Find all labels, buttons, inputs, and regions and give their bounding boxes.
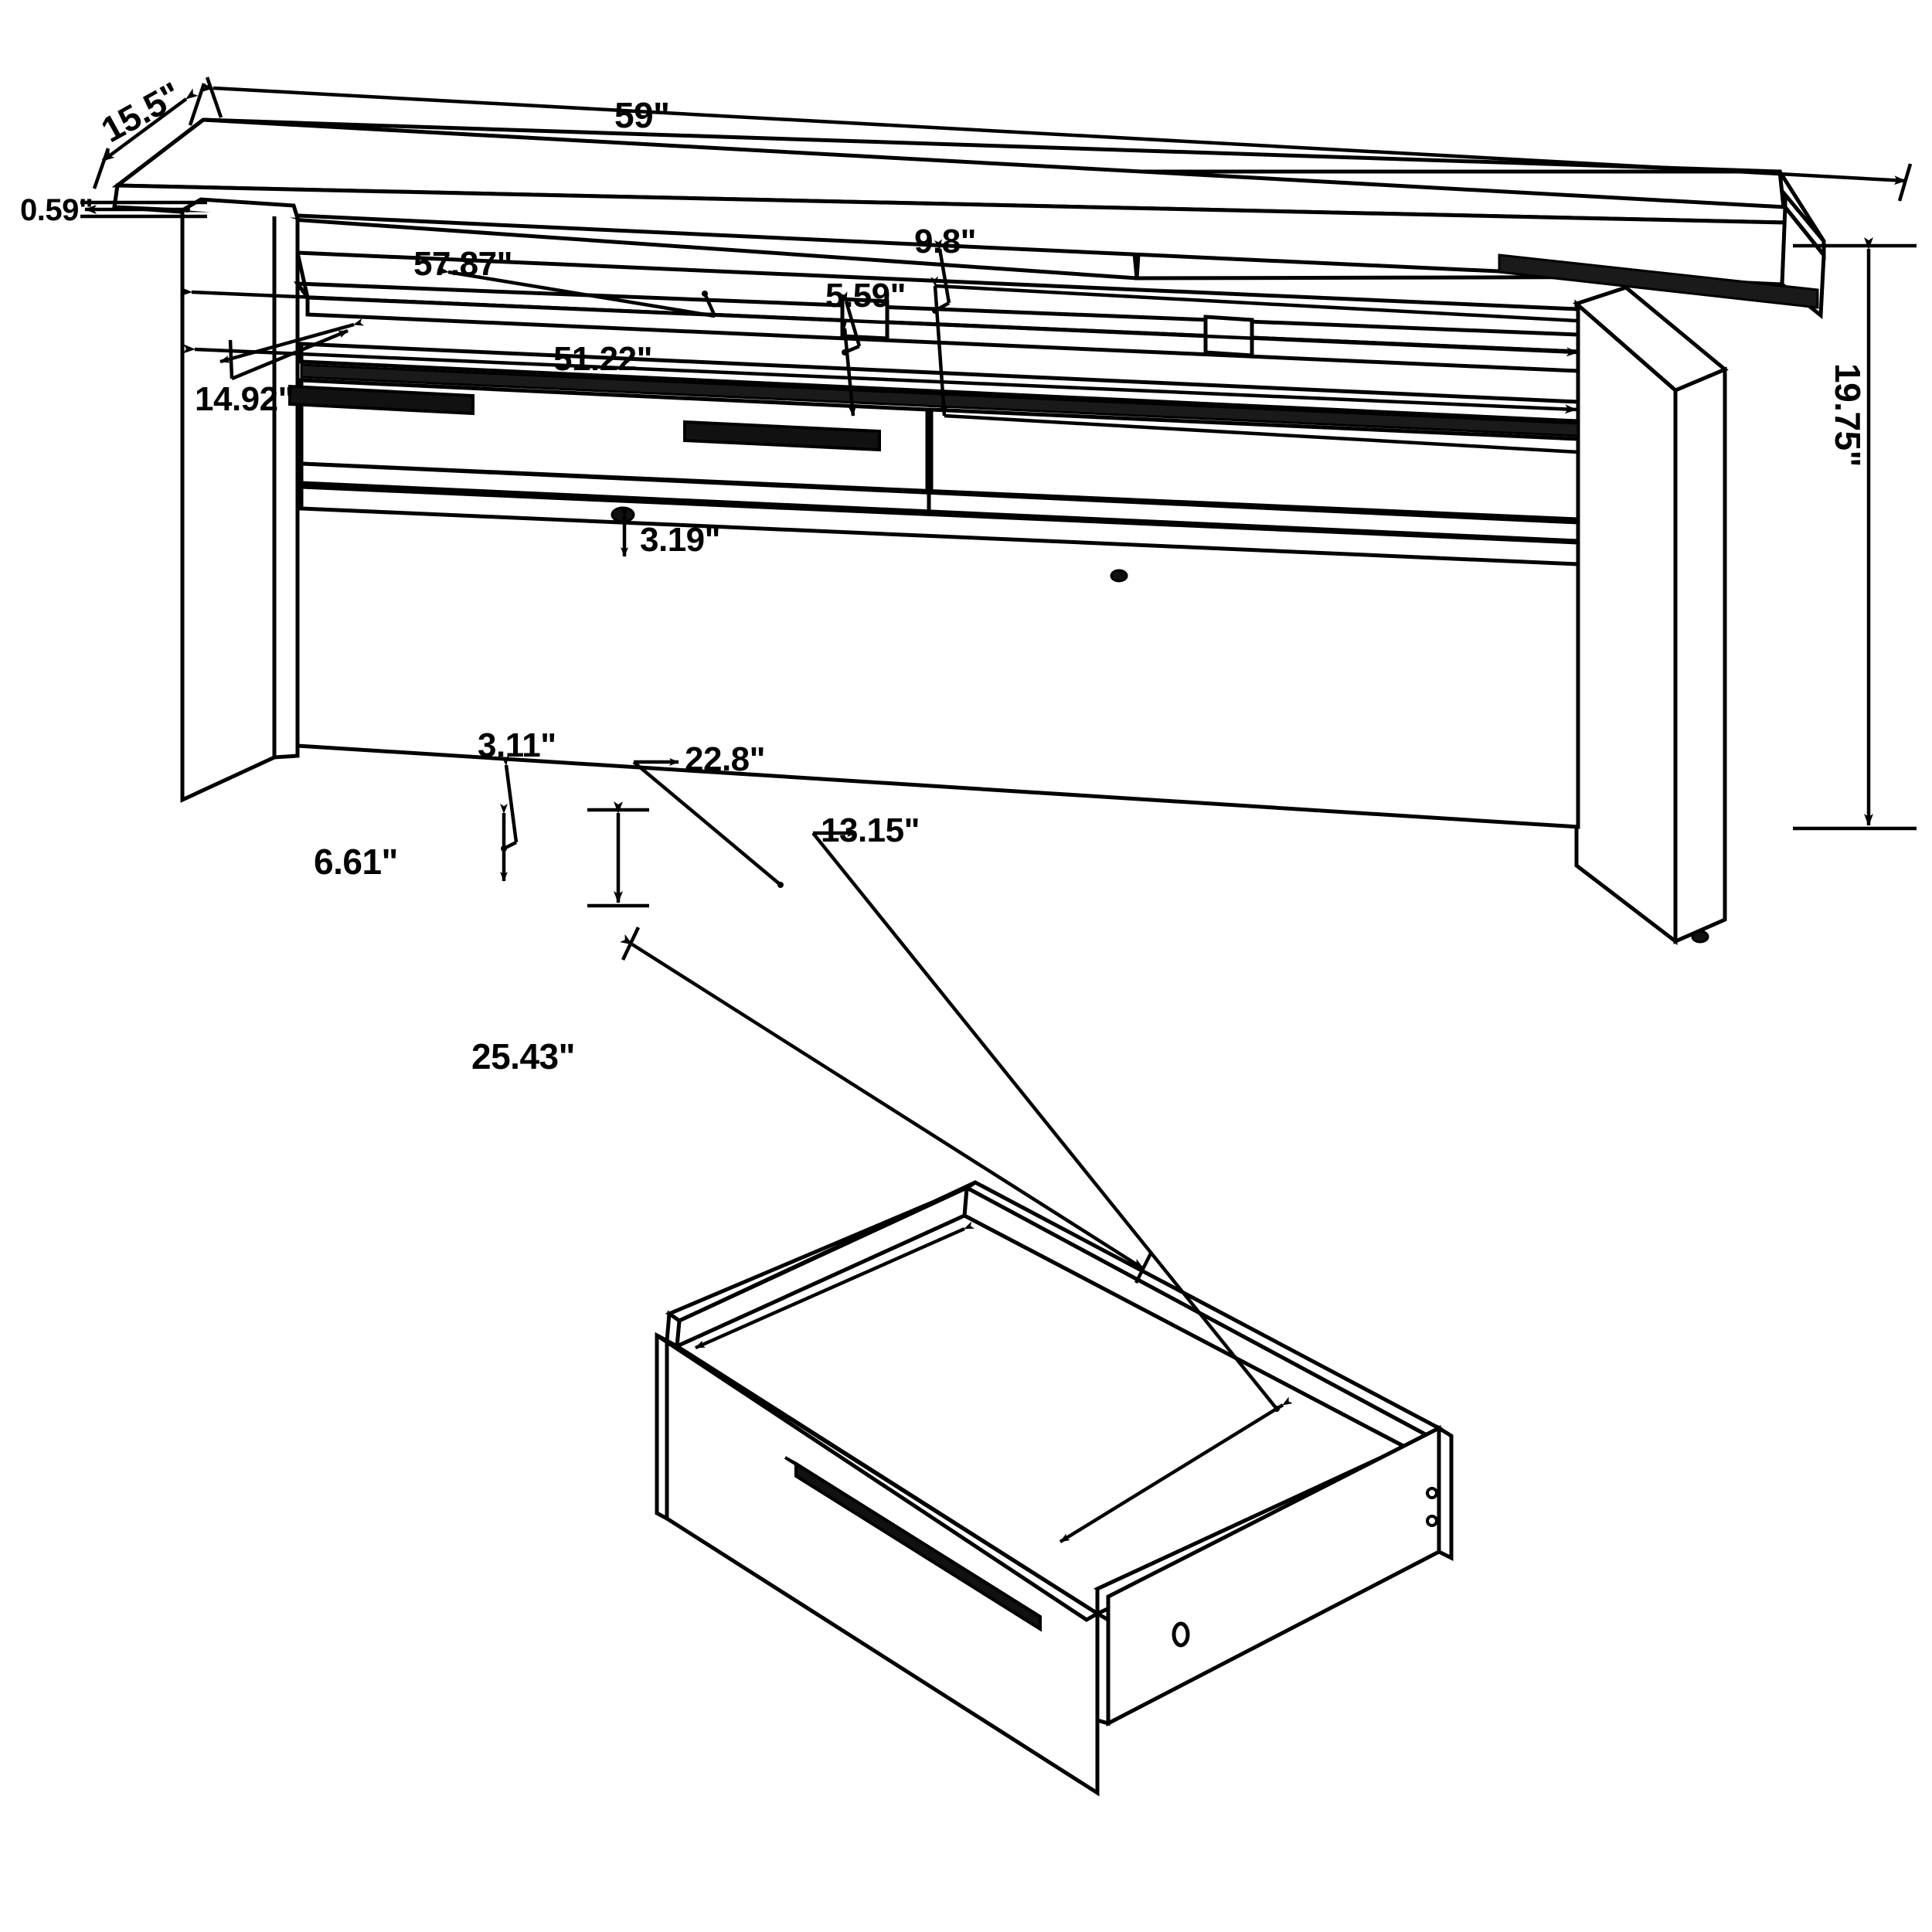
depth-extension-b (92, 148, 111, 189)
console-dimension-lines (80, 77, 1917, 831)
drawer-handle (784, 1456, 1042, 1632)
drawer-right-side-end (1437, 1424, 1454, 1562)
top-panel-accent-stripe (1498, 253, 1819, 309)
shelf-width-dim-line (179, 287, 1579, 357)
dim-label-shelf-depth: 14.92" (195, 380, 294, 418)
drawer-screw-hole-upper (1426, 1487, 1438, 1499)
dim-label-drawer-span: 51.22" (553, 340, 652, 378)
left-side-panel-front-edge (272, 207, 300, 760)
width-extension-left (205, 77, 223, 118)
dim-label-lower-cavity: 5.59" (825, 277, 906, 315)
drawer-front-left-edge (655, 1332, 669, 1522)
dim-label-foot-clearance: 3.19" (640, 521, 721, 559)
dim-label-drawer-front-height: 6.61" (314, 842, 398, 882)
right-side-panel-side-face (1673, 366, 1727, 944)
dim-label-upper-cavity: 9.8" (914, 223, 977, 260)
drawer-inner-depth-measure (1059, 1396, 1293, 1543)
dim-label-shelf-width: 57.87" (413, 245, 512, 283)
drawer-front (655, 1332, 1111, 1797)
console-foot-left (1110, 569, 1128, 583)
drawer-cam-hole-front (1172, 1621, 1190, 1648)
upper-cavity-ext-bottom (944, 413, 1579, 454)
upper-cavity-dim-line (930, 276, 948, 417)
depth-dim-line (101, 88, 199, 162)
left-side-panel-outer-face (180, 208, 277, 803)
right-side-panel-outer-face (1574, 299, 1678, 946)
shelf-depth-dim-line (219, 318, 364, 364)
drawer-screw-hole-lower (1426, 1515, 1438, 1527)
right-drawer-handle-bar (683, 420, 881, 452)
left-side-panel (180, 197, 300, 803)
dim-label-drawer-front-width: 25.43" (471, 1036, 575, 1077)
dim-label-drawer-inner-depth: 13.15" (821, 811, 920, 849)
drawer-front-width-dim-line (620, 934, 1145, 1270)
console-foot-right (1691, 930, 1709, 944)
drawer-dimension-lines (500, 755, 1293, 1543)
right-side-panel-top-face (1573, 285, 1729, 393)
drawer-inner-width-leader-down (632, 760, 784, 888)
drawer-wall-leader-line (501, 755, 519, 843)
dim-label-width: 59" (614, 95, 670, 135)
right-side-panel (1573, 285, 1729, 946)
lower-cavity-dim-line (839, 318, 856, 417)
drawer-wall-leader-kink (501, 840, 518, 852)
bottom-rail-face (299, 485, 1580, 566)
drawer-front-bottom-connector (1095, 1610, 1111, 1726)
width-dim-line (201, 83, 1906, 185)
right-drawer-handle (683, 420, 881, 452)
drawer-detail (655, 1180, 1454, 1797)
console-lower-panel (299, 461, 1580, 543)
drawer-span-dim-line (182, 344, 1577, 414)
left-side-panel-top-chamfer (181, 197, 300, 219)
upper-cavity-ext-top (934, 284, 1577, 323)
drawer-handle-bar-shadow (794, 1461, 1042, 1632)
dim-label-drawer-inner-width: 22.8" (685, 740, 766, 778)
dim-label-drawer-wall: 3.11" (478, 726, 556, 764)
dim-label-total-height: 19.75" (1828, 363, 1868, 467)
dim-label-top-overhang: 0.59" (20, 193, 94, 227)
drawer-front-width-ext-left (621, 927, 641, 961)
